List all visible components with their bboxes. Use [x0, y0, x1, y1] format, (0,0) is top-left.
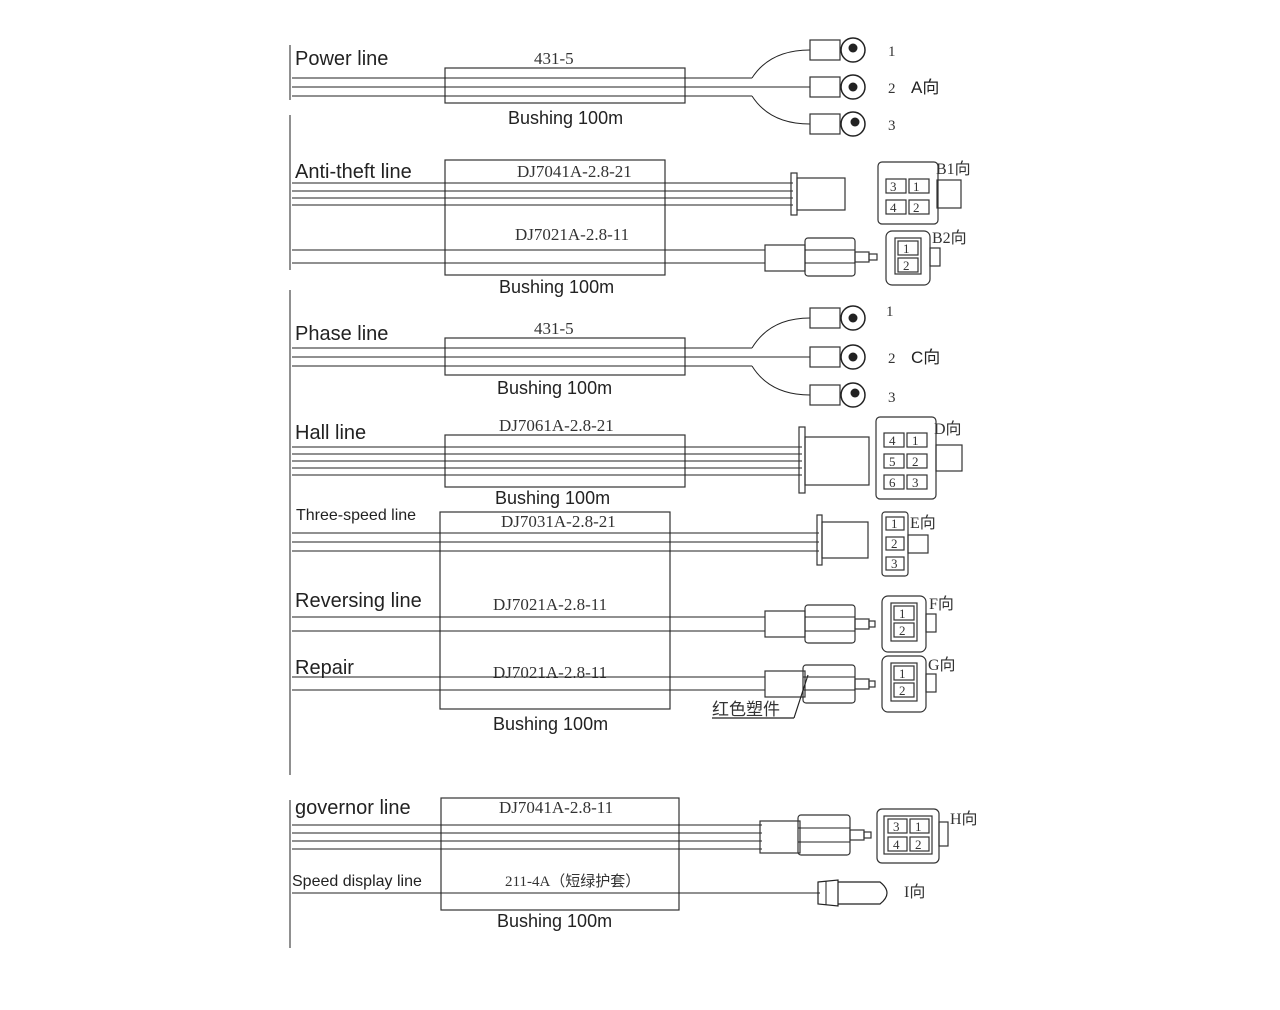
power-bushing-label: Bushing 100m [508, 108, 623, 128]
ring-terminal [809, 305, 866, 331]
anti-theft-line-group: Anti-theft line DJ7041A-2.8-21 DJ7021A-2… [292, 159, 971, 297]
power-line-group: Power line 431-5 Bushing 100m 1 2 3 A向 [292, 37, 939, 137]
direction-label-b2: B2向 [932, 229, 967, 247]
speed-display-line-label: Speed display line [292, 873, 422, 890]
bullet-connector [817, 879, 888, 907]
power-bushing-box [444, 67, 686, 104]
hall-line-group: Hall line DJ7061A-2.8-21 Bushing 100m 4 … [292, 416, 963, 508]
three-speed-line-label: Three-speed line [296, 507, 416, 524]
anti-theft-bushing-box [444, 159, 666, 276]
svg-text:4: 4 [890, 200, 897, 215]
ring-terminal [809, 344, 866, 370]
repair-connector-code: DJ7021A-2.8-11 [493, 663, 607, 682]
direction-label-i: I向 [904, 883, 925, 901]
ring-terminal [809, 37, 866, 63]
svg-text:2: 2 [899, 623, 906, 638]
direction-label-f: F向 [929, 595, 954, 613]
svg-text:3: 3 [890, 179, 897, 194]
power-connector-code: 431-5 [534, 49, 574, 68]
housing-connector [798, 426, 870, 494]
ring-terminal [809, 382, 866, 408]
ring-terminal [809, 111, 866, 137]
phase-line-label: Phase line [295, 323, 388, 345]
hall-connector-code: DJ7061A-2.8-21 [499, 416, 614, 435]
reversing-connector-code: DJ7021A-2.8-11 [493, 595, 607, 614]
speed-display-connector-code: 211-4A（短绿护套） [505, 873, 640, 890]
connector-face-e: 1 2 3 [881, 511, 929, 577]
svg-text:2: 2 [915, 837, 922, 852]
plug-connector [759, 814, 872, 856]
svg-text:2: 2 [912, 454, 919, 469]
connector-face-b1: 3 1 4 2 [877, 161, 962, 225]
svg-text:4: 4 [889, 433, 896, 448]
connector-face-b2: 1 2 [885, 230, 941, 286]
pin-number: 2 [888, 351, 896, 367]
pin-number: 1 [886, 304, 894, 320]
svg-text:3: 3 [893, 819, 900, 834]
governor-line-label: governor line [295, 797, 411, 819]
governor-bushing-label: Bushing 100m [497, 911, 612, 931]
phase-connector-code: 431-5 [534, 319, 574, 338]
svg-text:1: 1 [903, 241, 910, 256]
shared-bushing-label: Bushing 100m [493, 714, 608, 734]
direction-label-h: H向 [950, 810, 978, 828]
anti-theft-bushing-label: Bushing 100m [499, 277, 614, 297]
phase-bushing-label: Bushing 100m [497, 378, 612, 398]
svg-text:3: 3 [891, 556, 898, 571]
pin-number: 2 [888, 81, 896, 97]
svg-text:3: 3 [912, 475, 919, 490]
svg-text:1: 1 [899, 606, 906, 621]
pin-number: 3 [888, 390, 896, 406]
repair-line-label: Repair [295, 657, 354, 679]
leader-line [793, 674, 809, 719]
connector-face-g: 1 2 [881, 655, 937, 713]
svg-text:1: 1 [915, 819, 922, 834]
svg-text:2: 2 [903, 258, 910, 273]
svg-text:2: 2 [913, 200, 920, 215]
direction-label-b1: B1向 [936, 160, 971, 178]
svg-text:5: 5 [889, 454, 896, 469]
connector-face-h: 3 1 4 2 [876, 808, 949, 864]
pin-number: 1 [888, 44, 896, 60]
plug-connector [764, 604, 876, 644]
svg-text:1: 1 [891, 516, 898, 531]
svg-text:1: 1 [899, 666, 906, 681]
anti-theft-line-label: Anti-theft line [295, 161, 412, 183]
direction-label-d: D向 [934, 420, 962, 438]
governor-connector-code: DJ7041A-2.8-11 [499, 798, 613, 817]
plug-connector [764, 237, 878, 277]
ring-terminal [809, 74, 866, 100]
power-line-label: Power line [295, 48, 388, 70]
three-speed-connector-code: DJ7031A-2.8-21 [501, 512, 616, 531]
hall-line-label: Hall line [295, 422, 366, 444]
direction-label-g: G向 [928, 656, 956, 674]
svg-text:1: 1 [913, 179, 920, 194]
phase-line-group: Phase line 431-5 Bushing 100m 1 2 3 C向 [292, 304, 940, 408]
shared-bushing-box [439, 511, 671, 710]
governor-bushing-box [440, 797, 680, 911]
svg-text:2: 2 [891, 536, 898, 551]
plug-connector [764, 664, 876, 704]
svg-text:6: 6 [889, 475, 896, 490]
three-speed-reversing-repair-group: Three-speed line DJ7031A-2.8-21 1 2 3 E向… [292, 507, 956, 734]
red-plastic-note: 红色塑件 [712, 700, 780, 719]
direction-label-c: C向 [911, 348, 940, 367]
connector-face-d: 4 1 5 2 6 3 [875, 416, 963, 500]
svg-text:4: 4 [893, 837, 900, 852]
connector-face-f: 1 2 [881, 595, 937, 653]
pin-number: 3 [888, 118, 896, 134]
housing-connector [790, 172, 846, 216]
svg-text:1: 1 [912, 433, 919, 448]
governor-speed-display-group: governor line DJ7041A-2.8-11 3 1 4 2 H向 … [292, 797, 978, 931]
reversing-line-label: Reversing line [295, 590, 422, 612]
anti-theft-connector-code: DJ7041A-2.8-21 [517, 162, 632, 181]
anti-theft-connector-code-2: DJ7021A-2.8-11 [515, 225, 629, 244]
hall-bushing-label: Bushing 100m [495, 488, 610, 508]
svg-text:2: 2 [899, 683, 906, 698]
housing-connector [816, 514, 869, 566]
direction-label-e: E向 [910, 514, 936, 532]
direction-label-a: A向 [911, 78, 939, 97]
